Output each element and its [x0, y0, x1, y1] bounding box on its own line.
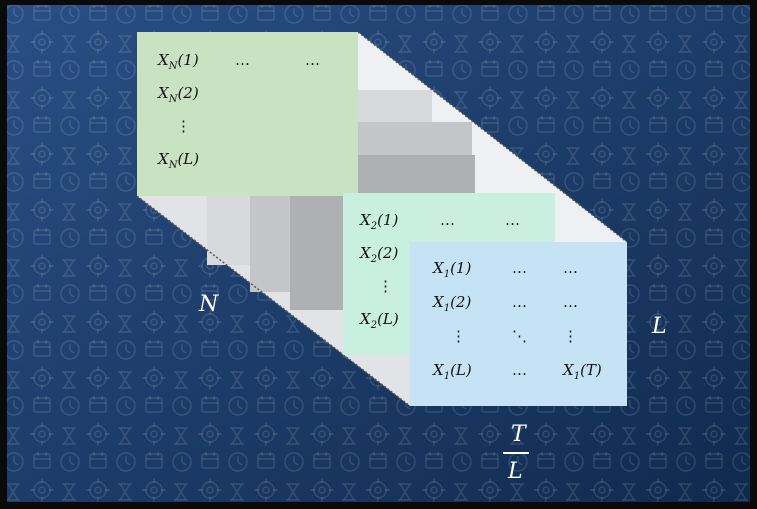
axis-label-l: L	[652, 314, 667, 339]
back-matrix-cell-r1-c3: …	[305, 51, 320, 69]
back-matrix-panel	[137, 32, 358, 196]
edge-bottom-dashed	[136, 195, 411, 407]
front-matrix-cell-r4-c1: X1(L)	[433, 361, 472, 382]
front-matrix-cell-r1-c3: …	[563, 259, 578, 277]
middle-matrix-cell-r2-c1: X2(2)	[360, 244, 399, 265]
back-matrix-cell-r3-c1: ⋮	[176, 117, 191, 135]
fraction-bar	[503, 452, 529, 454]
front-matrix-cell-r1-c2: …	[512, 259, 527, 277]
front-matrix-cell-r2-c3: …	[563, 293, 578, 311]
middle-matrix-cell-r1-c3: …	[505, 211, 520, 229]
back-matrix-cell-r1-c2: …	[235, 51, 250, 69]
axis-label-t-denominator: L	[508, 459, 523, 484]
front-matrix-cell-r3-c1: ⋮	[451, 327, 466, 345]
middle-matrix-cell-r3-c1: ⋮	[378, 277, 393, 295]
middle-matrix-cell-r4-c1: X2(L)	[360, 310, 399, 331]
axis-label-n: N	[199, 292, 219, 317]
edge-top-dashed	[357, 31, 628, 243]
front-matrix-cell-r4-c2: …	[512, 361, 527, 379]
front-matrix-panel	[410, 242, 627, 406]
back-matrix-cell-r2-c1: XN(2)	[158, 84, 199, 105]
front-matrix-cell-r3-c3: ⋮	[563, 327, 578, 345]
back-matrix-cell-r1-c1: XN(1)	[158, 51, 199, 72]
front-matrix-cell-r2-c1: X1(2)	[433, 293, 472, 314]
front-matrix-cell-r4-c3: X1(T)	[563, 361, 602, 382]
front-matrix-cell-r2-c2: …	[512, 293, 527, 311]
middle-matrix-cell-r1-c1: X2(1)	[360, 211, 399, 232]
back-matrix-cell-r4-c1: XN(L)	[158, 150, 200, 171]
axis-label-t-numerator: T	[511, 422, 526, 447]
middle-matrix-cell-r1-c2: …	[440, 211, 455, 229]
front-matrix-cell-r1-c1: X1(1)	[433, 259, 472, 280]
front-matrix-cell-r3-c2: ⋱	[512, 327, 527, 345]
